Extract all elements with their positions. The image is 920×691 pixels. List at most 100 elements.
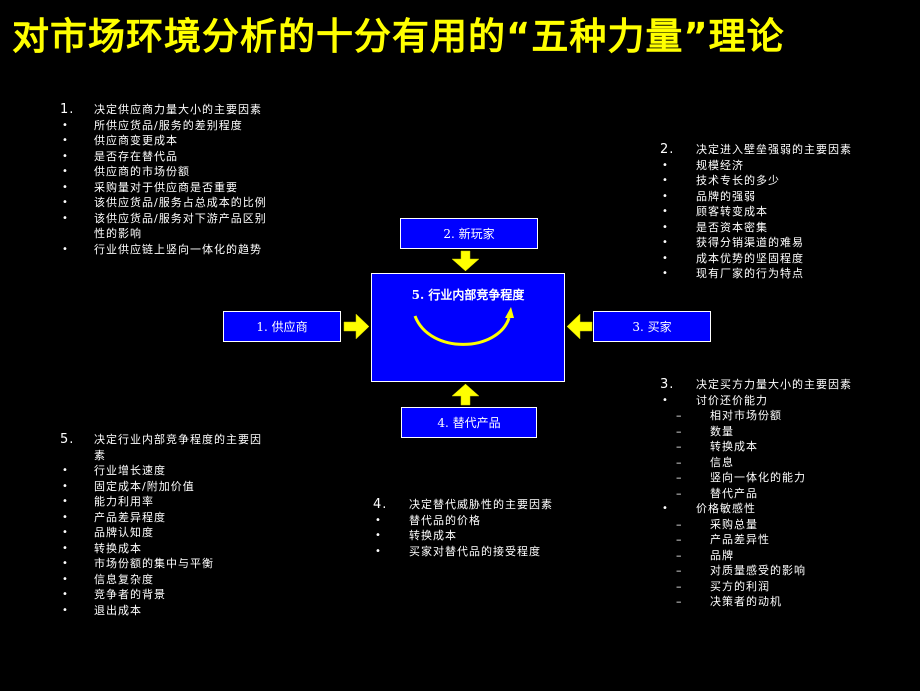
bullet-icon: • bbox=[62, 197, 69, 208]
list-number: 1. bbox=[60, 102, 75, 117]
bullet-icon: • bbox=[662, 394, 669, 406]
bargaining-power-list: –相对市场份额–数量–转换成本–信息–竖向一体化的能力–替代产品 bbox=[660, 408, 900, 501]
substitutes-label: 4. 替代产品 bbox=[437, 416, 501, 430]
substitute-factors-heading: 4. 决定替代威胁性的主要因素 bbox=[373, 497, 553, 512]
arc-arrow-icon bbox=[505, 307, 514, 318]
dash-icon: – bbox=[676, 595, 683, 608]
list-item: –对质量感受的影响 bbox=[676, 564, 806, 577]
list-item: • 讨价还价能力 bbox=[662, 393, 768, 407]
bullet-icon: • bbox=[62, 511, 69, 523]
buyer-factors-heading: 3. 决定买方力量大小的主要因素 bbox=[660, 377, 852, 392]
rivalry-arc bbox=[413, 315, 511, 346]
list-item: •所供应货品/服务的差别程度 bbox=[62, 118, 243, 132]
buyers-label: 3. 买家 bbox=[632, 320, 672, 334]
rivalry-label: 5. 行业内部竞争程度 bbox=[411, 288, 525, 302]
buyer-factors: 3. 决定买方力量大小的主要因素 • 讨价还价能力 –相对市场份额 –数量 –转换成… bbox=[660, 377, 900, 610]
list-item: •是否存在替代品 bbox=[62, 149, 178, 163]
bullet-icon: • bbox=[662, 190, 669, 202]
list-item: •是否资本密集 bbox=[662, 220, 768, 234]
bullet-icon: • bbox=[62, 480, 69, 492]
list-number: 5. bbox=[60, 432, 75, 447]
new-entrants-label: 2. 新玩家 bbox=[443, 227, 495, 241]
new-entrants-box: 2. 新玩家 bbox=[400, 218, 538, 249]
supplier-factor-list: •所供应货品/服务的差别程度•供应商变更成本•是否存在替代品•供应商的市场份额•… bbox=[60, 118, 272, 258]
dash-icon: – bbox=[676, 579, 683, 593]
dash-icon: – bbox=[676, 471, 683, 484]
suppliers-label: 1. 供应商 bbox=[256, 320, 308, 334]
entry-factors-heading: 2. 决定进入壁垒强弱的主要因素 bbox=[660, 142, 852, 157]
dash-icon: – bbox=[676, 564, 683, 577]
list-item: •产品差异程度 bbox=[62, 510, 166, 524]
list-item: •采购量对于供应商是否重要 bbox=[62, 180, 238, 194]
list-item: –采购总量 bbox=[676, 517, 758, 531]
list-item: –竖向一体化的能力 bbox=[676, 471, 806, 484]
dash-icon: – bbox=[676, 548, 683, 562]
supplier-factors-heading: 1. 决定供应商力量大小的主要因素 bbox=[60, 102, 262, 117]
bullet-icon: • bbox=[662, 206, 669, 217]
bullet-icon: • bbox=[662, 252, 669, 264]
list-item: –买方的利润 bbox=[676, 579, 770, 593]
list-item: –数量 bbox=[676, 424, 734, 438]
bullet-icon: • bbox=[62, 589, 69, 600]
rivalry-factor-list: •行业增长速度•固定成本/附加价值•能力利用率•产品差异程度•品牌认知度•转换成… bbox=[60, 463, 272, 618]
rivalry-factors: 5. 决定行业内部竞争程度的主要因素 •行业增长速度•固定成本/附加价值•能力利… bbox=[60, 432, 272, 618]
supplier-factors: 1. 决定供应商力量大小的主要因素 •所供应货品/服务的差别程度 •供应商变更成本… bbox=[60, 102, 272, 257]
dash-icon: – bbox=[676, 409, 683, 422]
bullet-icon: • bbox=[62, 166, 69, 177]
list-item: –品牌 bbox=[676, 548, 734, 562]
list-item: •供应商的市场份额 bbox=[62, 165, 190, 178]
dash-icon: – bbox=[676, 455, 683, 469]
dash-icon: – bbox=[676, 486, 683, 500]
bullet-icon: • bbox=[62, 243, 69, 255]
bullet-icon: • bbox=[62, 527, 69, 538]
suppliers-box: 1. 供应商 bbox=[223, 311, 341, 342]
bullet-icon: • bbox=[62, 150, 69, 162]
list-item: •品牌的强弱 bbox=[662, 189, 756, 203]
price-sensitivity-list: –采购总量 –产品差异性 –品牌 –对质量感受的影响 –买方的利润 –决策者的动机 bbox=[660, 517, 900, 610]
list-item: •市场份额的集中与平衡 bbox=[62, 557, 214, 570]
list-item: •供应商变更成本 bbox=[62, 134, 178, 147]
buyer-factor-list-2: • 价格敏感性 bbox=[660, 501, 900, 517]
bullet-icon: • bbox=[662, 159, 669, 171]
entry-factors: 2. 决定进入壁垒强弱的主要因素 •规模经济 •技术专长的多少 •品牌的强弱 •顾客转… bbox=[660, 142, 900, 282]
list-item: –产品差异性 bbox=[676, 533, 770, 546]
right-arrow-icon bbox=[343, 313, 370, 340]
list-item: –相对市场份额 bbox=[676, 409, 782, 422]
rivalry-factors-heading: 5. 决定行业内部竞争程度的主要因素 bbox=[60, 432, 262, 462]
list-item: •顾客转变成本 bbox=[662, 205, 768, 218]
bullet-icon: • bbox=[662, 503, 669, 514]
bullet-icon: • bbox=[375, 514, 382, 526]
buyer-factor-list: • 讨价还价能力 bbox=[660, 393, 900, 409]
list-item: •信息复杂度 bbox=[62, 572, 154, 586]
list-item: •固定成本/附加价值 bbox=[62, 479, 195, 493]
list-number: 4. bbox=[373, 497, 388, 512]
bullet-icon: • bbox=[662, 237, 669, 248]
list-item: • 价格敏感性 bbox=[662, 502, 756, 515]
list-item: •该供应货品/服务对下游产品区别性的影响 bbox=[62, 211, 267, 241]
up-arrow-icon bbox=[451, 383, 480, 406]
list-item: •转换成本 bbox=[375, 529, 457, 542]
list-item: •退出成本 bbox=[62, 603, 142, 617]
bullet-icon: • bbox=[662, 175, 669, 186]
list-item: –转换成本 bbox=[676, 440, 758, 453]
rivalry-box: 5. 行业内部竞争程度 bbox=[371, 273, 565, 382]
list-item: •技术专长的多少 bbox=[662, 174, 780, 187]
bullet-icon: • bbox=[375, 545, 382, 557]
list-item: •规模经济 bbox=[662, 158, 744, 172]
bullet-icon: • bbox=[62, 558, 69, 569]
substitute-factor-list: •替代品的价格 •转换成本 •买家对替代品的接受程度 bbox=[373, 513, 633, 560]
buyers-box: 3. 买家 bbox=[593, 311, 711, 342]
list-item: –决策者的动机 bbox=[676, 595, 782, 608]
bullet-icon: • bbox=[62, 181, 69, 193]
bullet-icon: • bbox=[662, 268, 669, 279]
list-item: •替代品的价格 bbox=[375, 513, 481, 527]
list-item: •能力利用率 bbox=[62, 495, 154, 508]
bullet-icon: • bbox=[62, 496, 69, 507]
bullet-icon: • bbox=[375, 530, 382, 541]
list-item: •获得分销渠道的难易 bbox=[662, 236, 804, 249]
list-item: •买家对替代品的接受程度 bbox=[375, 544, 541, 558]
dash-icon: – bbox=[676, 517, 683, 531]
bullet-icon: • bbox=[62, 135, 69, 146]
bullet-icon: • bbox=[62, 465, 69, 476]
